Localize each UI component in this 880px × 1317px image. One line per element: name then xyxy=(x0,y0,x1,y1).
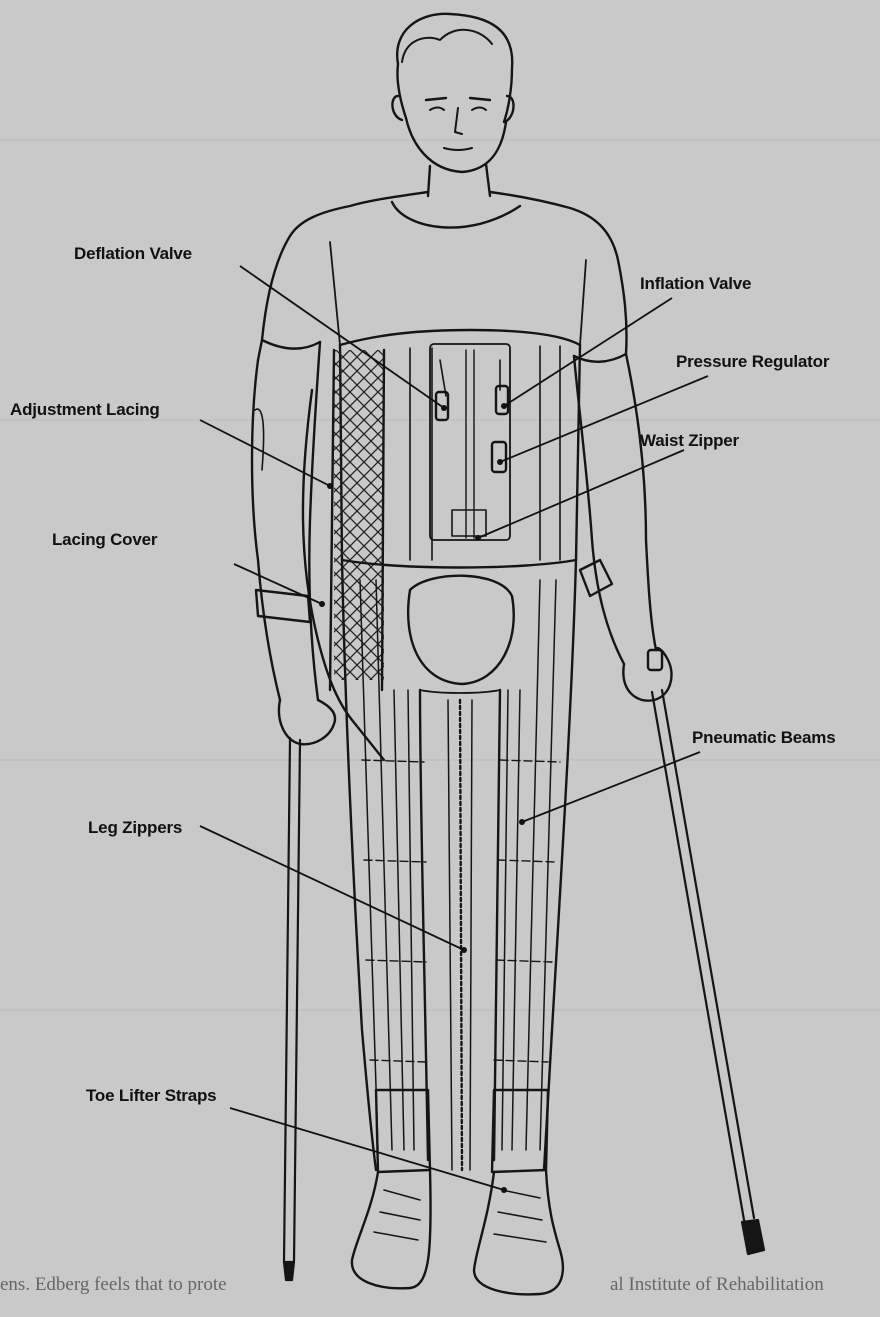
shirt xyxy=(258,192,627,362)
label-inflation-valve: Inflation Valve xyxy=(640,274,751,294)
footer-text-right: al Institute of Rehabilitation xyxy=(610,1274,824,1296)
label-adjustment-lacing: Adjustment Lacing xyxy=(10,400,160,420)
leader-waist-zipper xyxy=(478,450,684,538)
paper-texture xyxy=(0,140,880,1010)
label-deflation-valve: Deflation Valve xyxy=(74,244,192,264)
footer-text-left: ens. Edberg feels that to prote xyxy=(0,1274,227,1296)
label-waist-zipper: Waist Zipper xyxy=(640,431,739,451)
right-arm xyxy=(574,354,672,701)
leg-zipper-center xyxy=(448,700,472,1170)
label-toe-lifter-straps: Toe Lifter Straps xyxy=(86,1086,216,1106)
right-leg xyxy=(492,560,576,1172)
left-boot xyxy=(352,1170,431,1288)
left-cane xyxy=(284,738,300,1280)
right-boot xyxy=(474,1170,563,1294)
right-cane xyxy=(652,690,764,1254)
head xyxy=(392,14,513,196)
label-pressure-regulator: Pressure Regulator xyxy=(676,352,829,372)
leader-leg-zippers xyxy=(200,826,464,950)
leader-adjustment-lacing xyxy=(200,420,330,486)
label-pneumatic-beams: Pneumatic Beams xyxy=(692,728,835,748)
label-lacing-cover: Lacing Cover xyxy=(52,530,157,550)
leader-inflation-valve xyxy=(504,298,672,406)
label-leg-zippers: Leg Zippers xyxy=(88,818,182,838)
left-arm xyxy=(252,342,335,744)
figure xyxy=(252,14,764,1295)
